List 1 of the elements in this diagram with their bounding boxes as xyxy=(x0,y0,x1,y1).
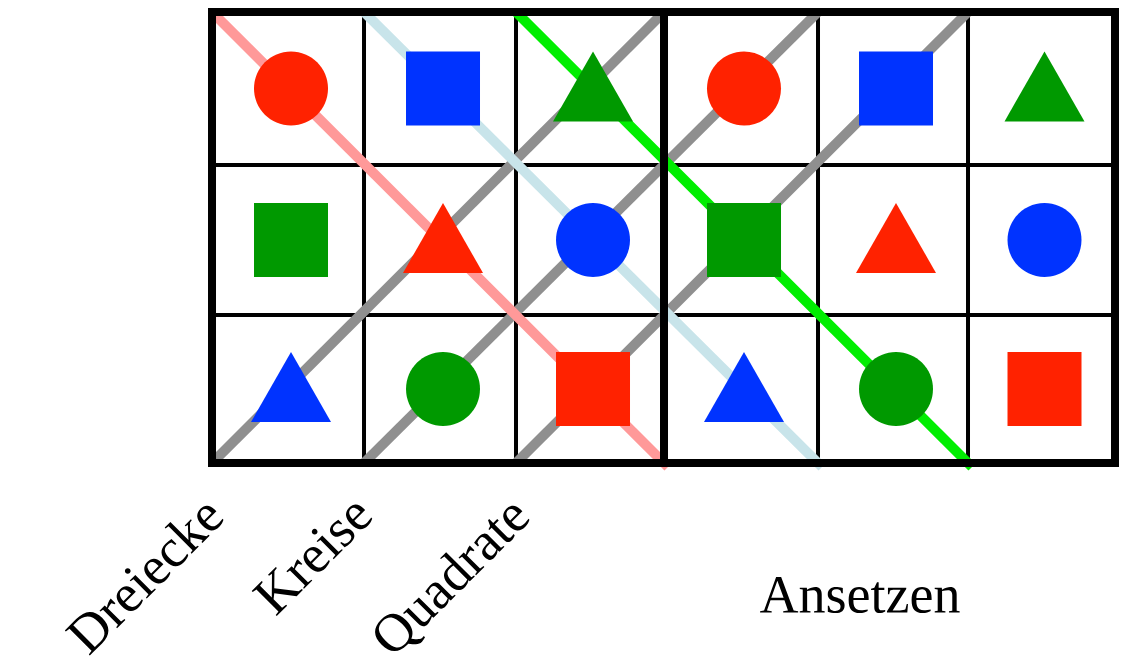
caption-text: Ansetzen xyxy=(760,576,960,614)
